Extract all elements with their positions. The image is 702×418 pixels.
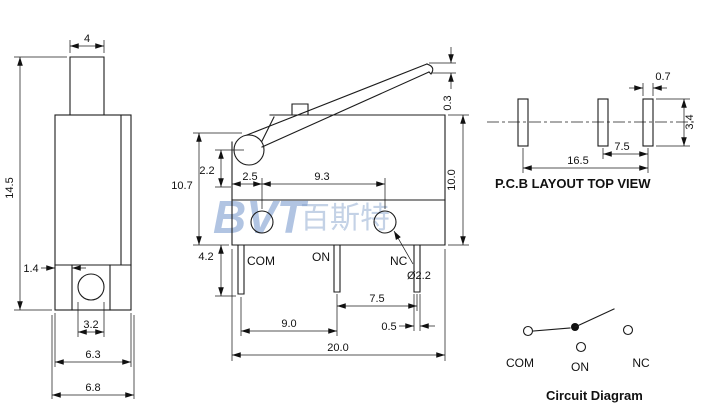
- dim-overall-width-front: 20.0: [231, 249, 446, 361]
- dim-hole-diameter: Ø2.2: [393, 230, 431, 282]
- dim-text-hole-offset: 2.5: [242, 171, 257, 183]
- circuit-diagram: COM ON NC Circuit Diagram: [506, 308, 650, 403]
- dim-pitch-on-nc: 7.5: [336, 293, 418, 336]
- lever-bottom-edge: [261, 71, 430, 148]
- dim-overall-width-side: 6.8: [51, 315, 135, 399]
- dim-pad-height: 3.4: [656, 98, 696, 147]
- terminal-label-nc: NC: [390, 254, 408, 268]
- pcb-pad-nc: [642, 98, 654, 147]
- mounting-hole-side: [77, 273, 105, 301]
- dim-text-pcb-pitch-on-nc: 7.5: [614, 141, 629, 153]
- dim-text-total-height: 14.5: [4, 177, 16, 198]
- dim-terminal-width: 0.5: [381, 294, 435, 333]
- pcb-pad-com: [517, 98, 529, 147]
- watermark-cjk: 百斯特: [300, 202, 390, 235]
- terminal-on: [333, 244, 341, 293]
- terminal-labels: COM ON NC: [247, 250, 408, 268]
- mounting-hole-right: [373, 210, 397, 234]
- dim-text-lever-thickness: 0.3: [442, 95, 454, 110]
- dim-pivot-offset: 2.2: [199, 149, 244, 188]
- dim-text-body-height: 10.0: [446, 169, 458, 190]
- dim-text-pad-width: 0.7: [655, 71, 670, 83]
- terminal-label-com: COM: [247, 254, 275, 268]
- pcb-layout: 0.7 3.4 7.5 16.5 P.C.B LAYOUT TOP VIEW: [487, 71, 697, 191]
- dim-text-body-width: 6.3: [85, 349, 100, 361]
- dim-total-height: 14.5: [4, 56, 67, 311]
- circuit-label-nc: NC: [632, 356, 650, 370]
- terminal-label-on: ON: [312, 250, 330, 264]
- circuit-nc-contact: [622, 324, 634, 336]
- dim-pcb-pitch-on-nc: 7.5: [602, 141, 649, 173]
- watermark-latin: BVT: [213, 191, 309, 243]
- dim-lip: 1.4: [23, 263, 86, 275]
- dim-text-pivot-offset: 2.2: [199, 165, 214, 177]
- circuit-label-com: COM: [506, 356, 534, 370]
- side-view-outline: [54, 56, 132, 311]
- dim-text-terminal-length: 4.2: [198, 251, 213, 263]
- mounting-hole-left: [250, 210, 274, 234]
- dim-text-button-width: 4: [84, 33, 90, 45]
- dim-text-slot-width: 3.2: [83, 319, 98, 331]
- dim-text-height-with-lever: 10.7: [171, 180, 192, 192]
- pcb-pad-on: [597, 98, 609, 147]
- dim-text-hole-diameter: Ø2.2: [407, 270, 431, 282]
- dim-text-overall-width-side: 6.8: [85, 382, 100, 394]
- dim-hole-pitch: 9.3: [262, 171, 385, 187]
- dim-text-pcb-pitch-total: 16.5: [567, 155, 588, 167]
- dim-button-width: 4: [69, 33, 105, 53]
- lever-top-edge: [246, 63, 428, 136]
- circuit-label-on: ON: [571, 360, 589, 374]
- dim-pitch-com-on: 9.0: [240, 297, 337, 336]
- dim-text-lip: 1.4: [23, 263, 38, 275]
- dim-body-width: 6.3: [54, 313, 132, 367]
- circuit-diagram-title: Circuit Diagram: [546, 388, 643, 403]
- dim-lever-thickness: 0.3: [429, 47, 456, 111]
- dim-text-pitch-com-on: 9.0: [281, 318, 296, 330]
- terminal-com: [237, 244, 245, 295]
- dim-text-terminal-width: 0.5: [381, 321, 396, 333]
- dim-text-overall-width-front: 20.0: [327, 342, 348, 354]
- dim-text-pad-height: 3.4: [684, 114, 696, 129]
- dim-pad-width: 0.7: [629, 71, 671, 96]
- dim-body-height: 10.0: [446, 114, 469, 246]
- circuit-lever: [574, 308, 615, 328]
- circuit-com-contact: [522, 325, 534, 337]
- pcb-layout-title: P.C.B LAYOUT TOP VIEW: [495, 176, 651, 191]
- actuator-button: [291, 103, 309, 116]
- terminal-nc: [413, 244, 421, 293]
- brand-watermark: BVT 百斯特: [213, 191, 390, 243]
- dim-pcb-pitch-total: 16.5: [522, 148, 648, 173]
- dim-text-hole-pitch: 9.3: [314, 171, 329, 183]
- dim-terminal-length: 4.2: [198, 245, 236, 297]
- dim-slot-width: 3.2: [77, 302, 105, 337]
- dim-text-pitch-on-nc: 7.5: [369, 293, 384, 305]
- circuit-on-contact: [575, 341, 587, 353]
- dim-height-with-lever: 10.7: [171, 132, 242, 246]
